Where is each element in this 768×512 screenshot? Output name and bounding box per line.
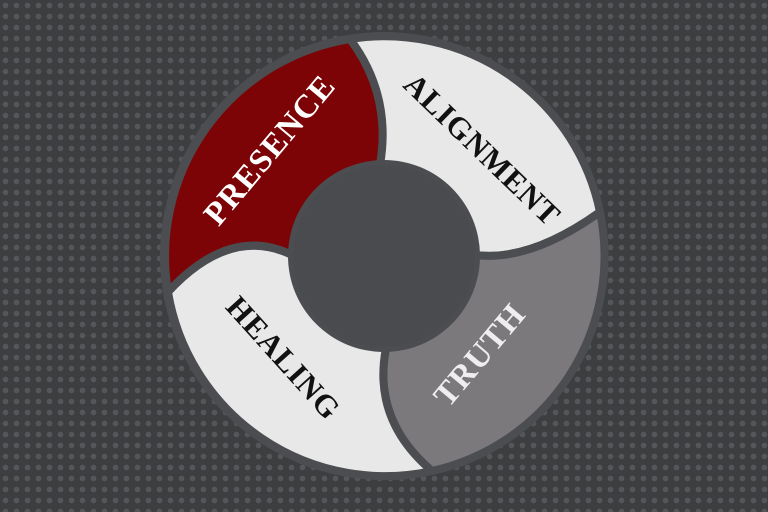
center-hub bbox=[293, 165, 475, 347]
